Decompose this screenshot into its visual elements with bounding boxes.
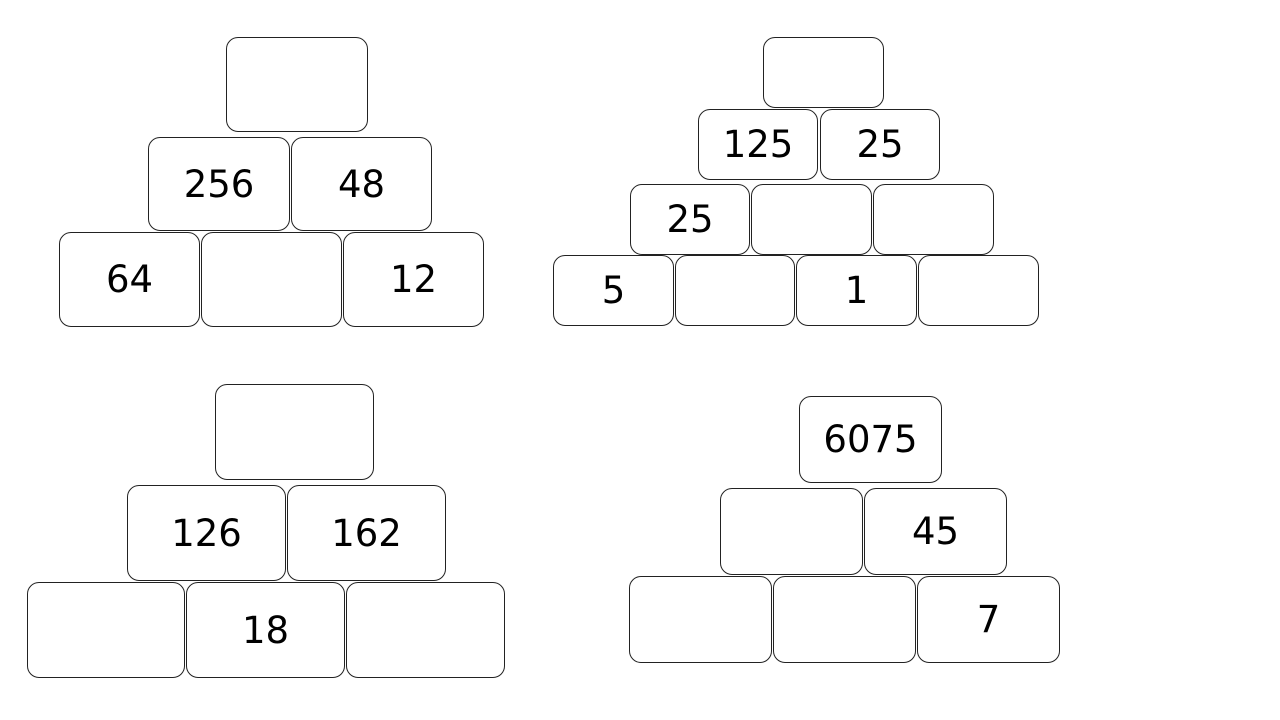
brick-p1-r3-c1: 64	[59, 232, 200, 327]
brick-p2-r2-c2: 25	[820, 109, 940, 180]
brick-p1-r1-c1	[226, 37, 368, 132]
brick-p4-r3-c3: 7	[917, 576, 1060, 663]
brick-p1-r3-c3: 12	[343, 232, 484, 327]
brick-p1-r2-c1: 256	[148, 137, 290, 231]
brick-p3-r3-c2: 18	[186, 582, 345, 678]
brick-p3-r3-c3	[346, 582, 505, 678]
brick-p1-r2-c2: 48	[291, 137, 432, 231]
brick-p2-r3-c1: 25	[630, 184, 750, 255]
brick-p3-r2-c2: 162	[287, 485, 446, 581]
brick-p2-r4-c4	[918, 255, 1039, 326]
brick-p2-r3-c2	[751, 184, 872, 255]
brick-p4-r3-c1	[629, 576, 772, 663]
brick-p2-r3-c3	[873, 184, 994, 255]
brick-p3-r3-c1	[27, 582, 185, 678]
brick-p2-r4-c1: 5	[553, 255, 674, 326]
brick-p4-r2-c1	[720, 488, 863, 575]
brick-p2-r1-c1	[763, 37, 884, 108]
brick-p3-r1-c1	[215, 384, 374, 480]
brick-p2-r4-c2	[675, 255, 795, 326]
brick-p3-r2-c1: 126	[127, 485, 286, 581]
brick-p2-r4-c3: 1	[796, 255, 917, 326]
brick-p4-r3-c2	[773, 576, 916, 663]
brick-p4-r2-c2: 45	[864, 488, 1007, 575]
brick-p1-r3-c2	[201, 232, 342, 327]
brick-p2-r2-c1: 125	[698, 109, 818, 180]
brick-p4-r1-c1: 6075	[799, 396, 942, 483]
